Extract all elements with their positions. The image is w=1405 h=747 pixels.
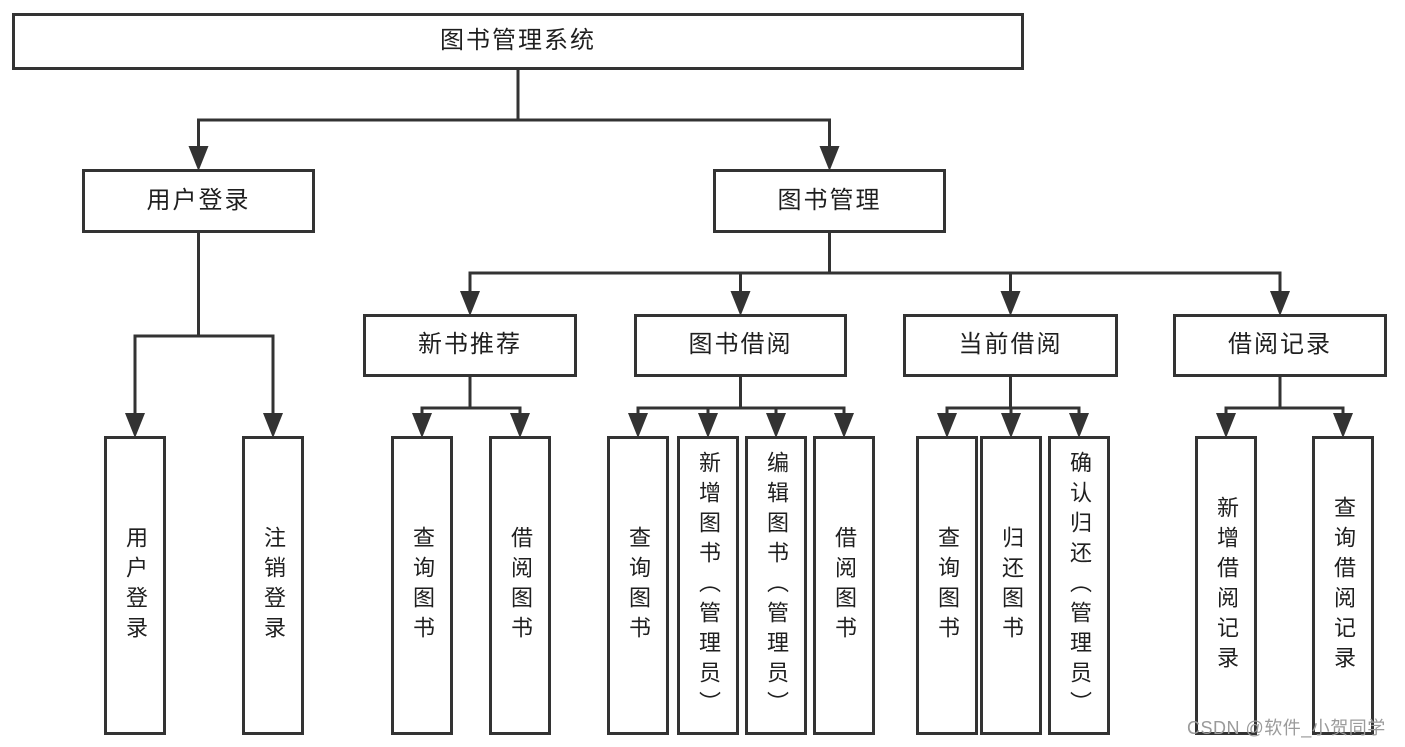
diagram-node-leaf-borrow-books-1: 借阅图书 <box>489 436 551 735</box>
diagram-node-leaf-add-borrow-record: 新增借阅记录 <box>1195 436 1257 735</box>
diagram-node-leaf-query-books-3: 查询图书 <box>916 436 978 735</box>
arrow-down-icon <box>834 413 854 438</box>
arrow-down-icon <box>937 413 957 438</box>
diagram-node-leaf-logout: 注销登录 <box>242 436 304 735</box>
node-label: 图书管理系统 <box>440 27 596 55</box>
node-label: 确认归还（管理员） <box>1067 450 1092 721</box>
node-label: 图书借阅 <box>688 331 793 359</box>
arrow-down-icon <box>1333 413 1353 438</box>
arrow-down-icon <box>510 413 530 438</box>
node-label: 借阅记录 <box>1228 331 1332 359</box>
node-label: 用户登录 <box>146 186 251 214</box>
arrow-down-icon <box>1001 413 1021 438</box>
diagram-node-user-login: 用户登录 <box>82 169 315 233</box>
diagram-node-new-book-recommend: 新书推荐 <box>363 314 577 377</box>
diagram-node-current-borrowing: 当前借阅 <box>903 314 1118 377</box>
diagram-node-book-management: 图书管理 <box>713 169 946 233</box>
csdn-watermark: CSDN @软件_小贺同学 <box>1187 718 1386 738</box>
node-label: 图书管理 <box>777 186 882 214</box>
node-label: 查询图书 <box>935 525 960 646</box>
arrow-down-icon <box>698 413 718 438</box>
arrow-down-icon <box>125 413 145 438</box>
node-label: 用户登录 <box>123 525 148 646</box>
arrow-down-icon <box>1000 291 1021 316</box>
node-label: 当前借阅 <box>958 331 1063 359</box>
node-label: 注销登录 <box>261 525 286 646</box>
arrow-down-icon <box>263 413 283 438</box>
diagram-node-leaf-query-books-1: 查询图书 <box>391 436 453 735</box>
node-label: 新增图书（管理员） <box>696 450 721 721</box>
arrow-down-icon <box>1069 413 1089 438</box>
diagram-node-root: 图书管理系统 <box>12 13 1024 70</box>
diagram-node-leaf-borrow-books-2: 借阅图书 <box>813 436 875 735</box>
arrow-down-icon <box>730 291 751 316</box>
arrow-down-icon <box>460 291 480 316</box>
arrow-down-icon <box>188 146 209 171</box>
arrow-down-icon <box>819 146 840 171</box>
diagram-node-leaf-user-login: 用户登录 <box>104 436 166 735</box>
arrow-down-icon <box>628 413 648 438</box>
diagram-node-book-borrowing: 图书借阅 <box>634 314 847 377</box>
arrow-down-icon <box>1270 291 1290 316</box>
diagram-node-leaf-query-borrow-record: 查询借阅记录 <box>1312 436 1374 735</box>
diagram-node-borrowing-records: 借阅记录 <box>1173 314 1387 377</box>
diagram-node-leaf-edit-books: 编辑图书（管理员） <box>745 436 807 735</box>
arrow-down-icon <box>766 413 786 438</box>
node-label: 编辑图书（管理员） <box>764 450 789 721</box>
node-label: 借阅图书 <box>832 525 857 646</box>
diagram-node-leaf-confirm-return: 确认归还（管理员） <box>1048 436 1110 735</box>
node-label: 查询图书 <box>626 525 651 646</box>
node-label: 新增借阅记录 <box>1214 495 1239 676</box>
node-label: 新书推荐 <box>418 331 522 359</box>
node-label: 查询图书 <box>410 525 435 646</box>
node-label: 借阅图书 <box>508 525 533 646</box>
node-label: 查询借阅记录 <box>1331 495 1356 676</box>
arrow-down-icon <box>1216 413 1236 438</box>
arrow-down-icon <box>412 413 432 438</box>
diagram-node-leaf-query-books-2: 查询图书 <box>607 436 669 735</box>
diagram-node-leaf-return-books: 归还图书 <box>980 436 1042 735</box>
diagram-node-leaf-add-books: 新增图书（管理员） <box>677 436 739 735</box>
node-label: 归还图书 <box>999 525 1024 646</box>
